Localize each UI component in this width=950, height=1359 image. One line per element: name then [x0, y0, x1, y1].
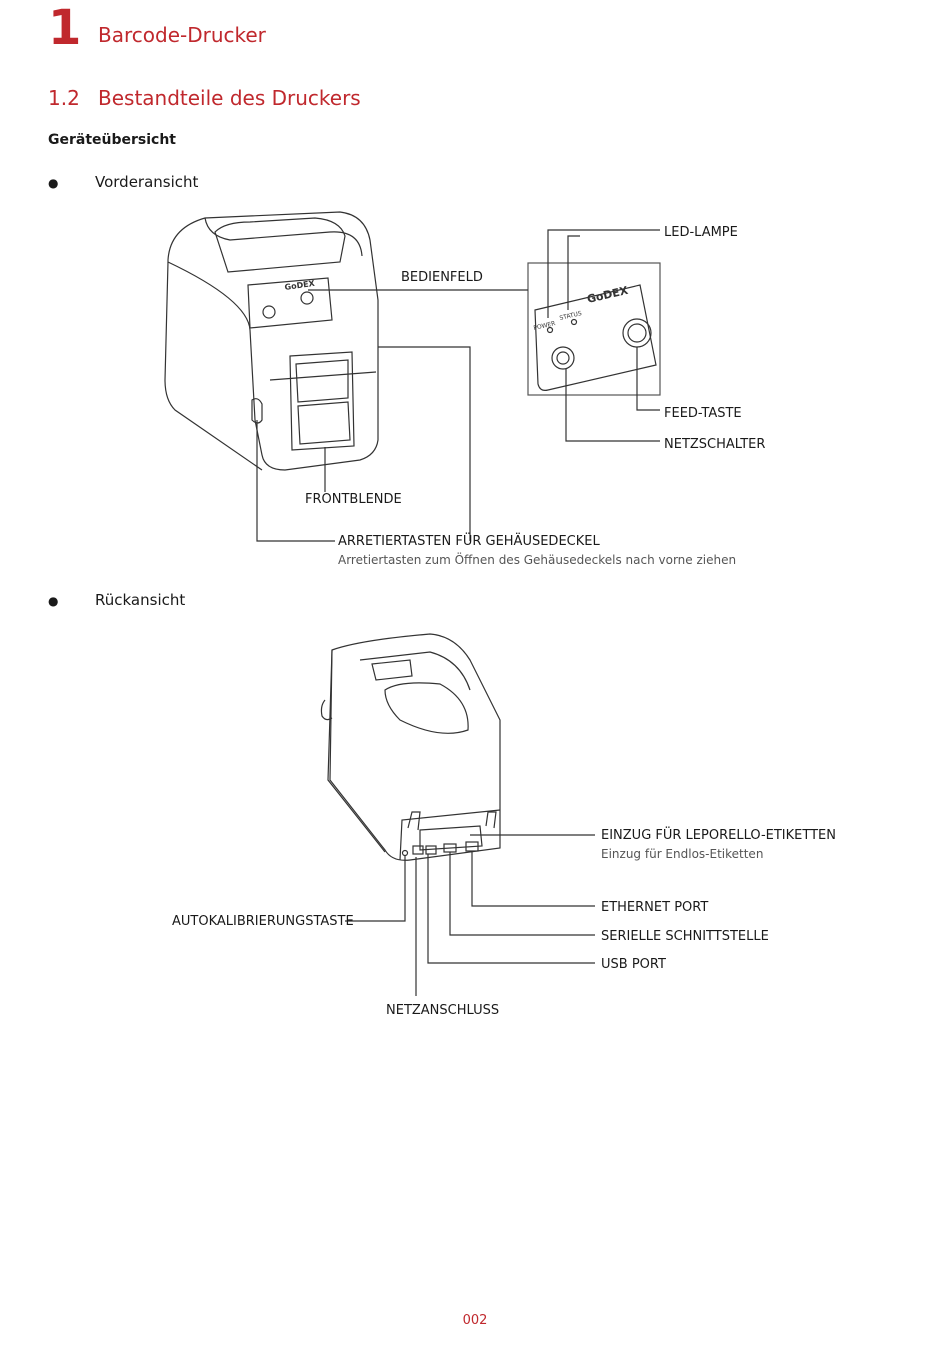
- label-fanfold-entry: EINZUG FÜR LEPORELLO-ETIKETTEN: [601, 828, 836, 843]
- label-serial-port: SERIELLE SCHNITTSTELLE: [601, 929, 769, 944]
- chapter-title: Barcode-Drucker: [98, 23, 266, 47]
- svg-text:GoDEX: GoDEX: [284, 279, 316, 292]
- front-view-heading: Vorderansicht: [95, 173, 199, 191]
- label-release-buttons: ARRETIERTASTEN FÜR GEHÄUSEDECKEL: [338, 534, 600, 549]
- subheading: Geräteübersicht: [48, 132, 177, 148]
- label-led-lamp: LED-LAMPE: [664, 225, 738, 240]
- label-front-cover: FRONTBLENDE: [305, 492, 402, 507]
- note-release-buttons: Arretiertasten zum Öffnen des Gehäusedec…: [338, 553, 737, 567]
- label-control-panel: BEDIENFELD: [401, 270, 483, 285]
- label-power-switch: NETZSCHALTER: [664, 437, 766, 452]
- page-number: 002: [462, 1313, 488, 1328]
- label-usb-port: USB PORT: [601, 957, 666, 972]
- label-feed-button: FEED-TASTE: [664, 406, 742, 421]
- section-number: 1.2: [48, 86, 80, 110]
- label-ethernet-port: ETHERNET PORT: [601, 900, 709, 915]
- label-autocal-button: AUTOKALIBRIERUNGSTASTE: [172, 914, 354, 929]
- label-power-jack: NETZANSCHLUSS: [386, 1003, 500, 1018]
- chapter-number: 1: [48, 0, 82, 56]
- svg-text:POWER: POWER: [533, 320, 556, 332]
- bullet-icon: ●: [48, 176, 59, 190]
- section-title: Bestandteile des Druckers: [98, 86, 361, 110]
- note-fanfold-entry: Einzug für Endlos-Etiketten: [601, 847, 764, 861]
- svg-text:STATUS: STATUS: [559, 310, 583, 322]
- svg-text:GoDEX: GoDEX: [586, 284, 630, 306]
- bullet-icon: ●: [48, 594, 59, 608]
- rear-view-heading: Rückansicht: [95, 591, 186, 609]
